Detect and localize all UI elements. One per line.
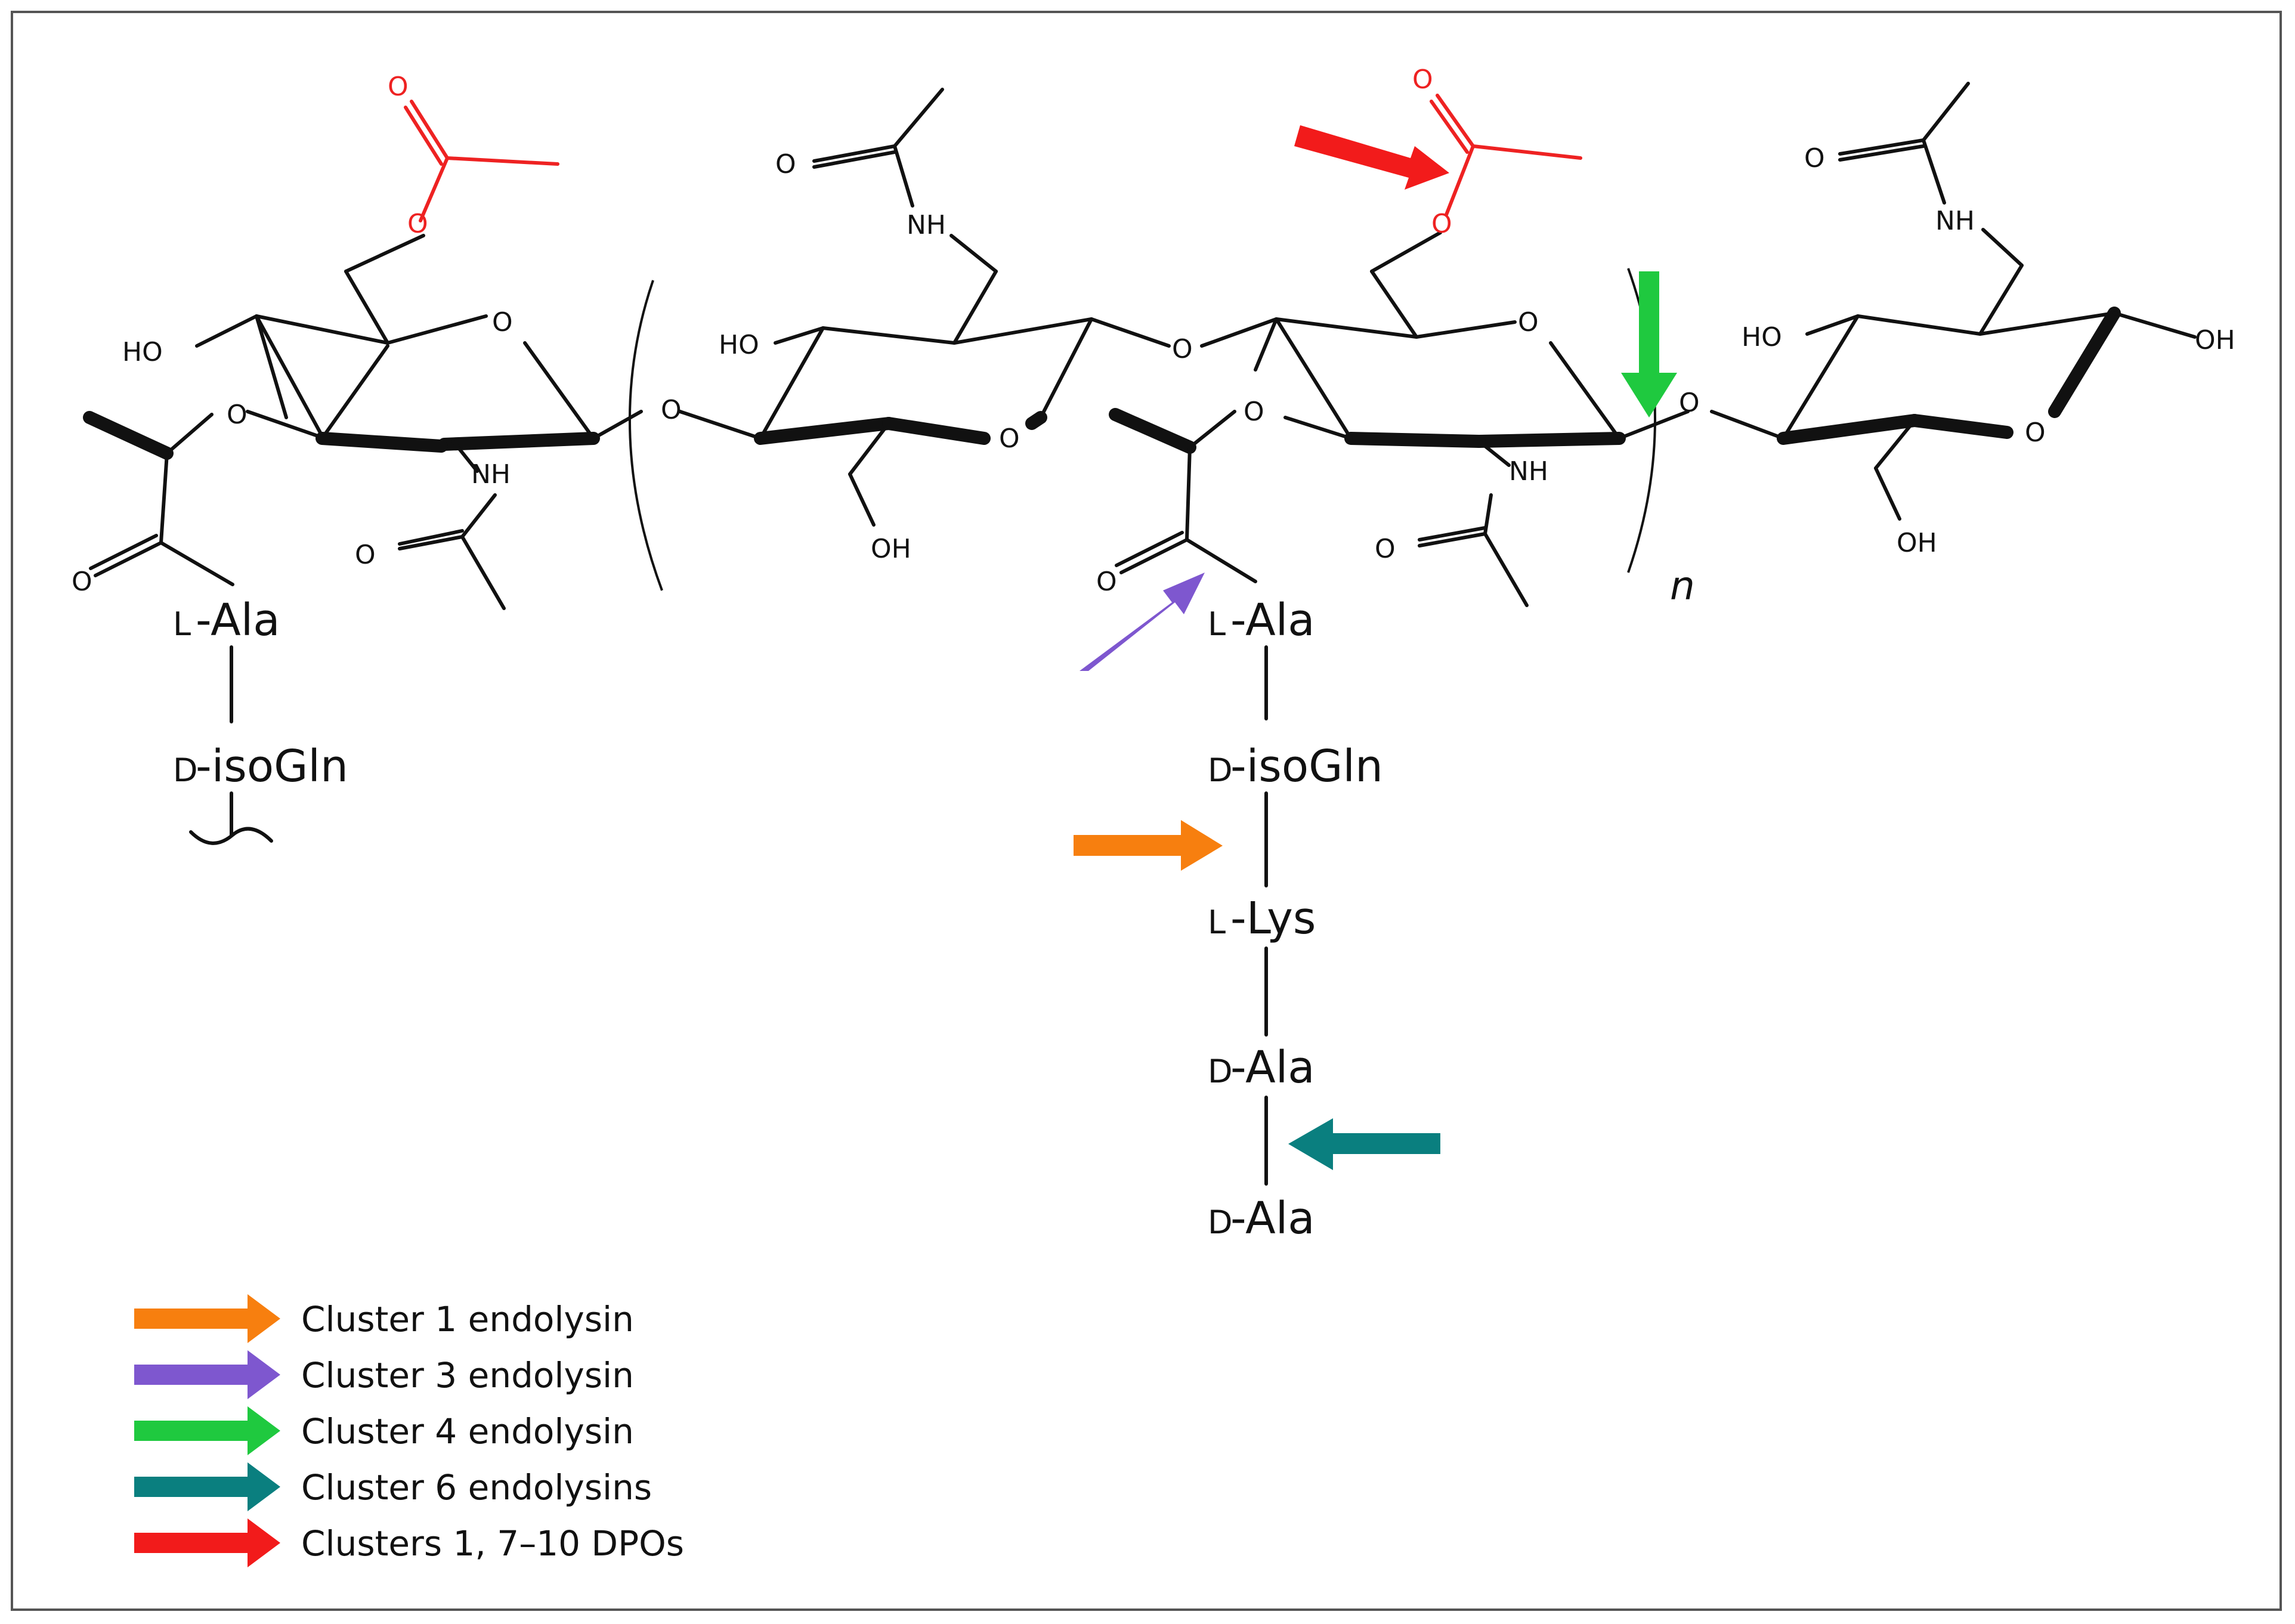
glycosidic-o-2-label: O — [1172, 334, 1193, 364]
legend: Cluster 1 endolysin Cluster 3 endolysin … — [134, 1294, 684, 1567]
legend-label-1: Cluster 1 endolysin — [301, 1299, 634, 1340]
right-murnac-ring: O — [1109, 231, 1690, 607]
glycosidic-o-3-label: O — [1679, 388, 1700, 418]
figure-frame — [11, 11, 2282, 1611]
stem-l-ala-prefix: L — [1208, 605, 1226, 643]
legend-item-cluster-6: Cluster 6 endolysins — [134, 1462, 652, 1511]
left-ether-o-label: O — [227, 400, 248, 430]
left-l-prefix: L — [173, 605, 191, 643]
legend-item-cluster-1: Cluster 1 endolysin — [134, 1294, 634, 1343]
legend-arrow-purple — [134, 1350, 280, 1399]
middle-oh-label: OH — [871, 534, 911, 564]
right-ether-o-label: O — [1244, 397, 1264, 427]
stem-d-ala-2-prefix: D — [1208, 1204, 1233, 1241]
legend-label-2: Cluster 3 endolysin — [301, 1355, 634, 1396]
far-right-glcnac-ring: O — [1679, 82, 2197, 521]
far-right-ring-o-label: O — [2025, 417, 2046, 448]
left-acetyl-carbonyl-o-label: O — [388, 72, 409, 102]
right-lactyl-o-label: O — [1096, 567, 1117, 597]
middle-glcnac-labels: O HO O NH O OH — [661, 149, 1020, 564]
legend-arrow-green — [134, 1406, 280, 1455]
right-acetyl-carbonyl-o-label: O — [1412, 64, 1433, 95]
legend-arrow-red — [134, 1518, 280, 1567]
left-ho-label: HO — [122, 337, 163, 367]
middle-amide-o-label: O — [775, 149, 796, 180]
stem-d-ala-1-prefix: D — [1208, 1053, 1233, 1090]
far-right-ho-label: HO — [1742, 322, 1782, 352]
right-murnac-labels: O O NH O O — [1096, 307, 1548, 597]
legend-label-3: Cluster 4 endolysin — [301, 1411, 634, 1452]
legend-item-cluster-3: Cluster 3 endolysin — [134, 1350, 634, 1399]
legend-item-dpos: Clusters 1, 7–10 DPOs — [134, 1518, 684, 1567]
central-stem-peptide: L -Ala D -isoGln L -Lys D -Ala D -Ala — [1208, 595, 1383, 1244]
purple-cleavage-arrow — [1080, 573, 1205, 671]
repeat-n-label: n — [1670, 563, 1695, 609]
red-cleavage-arrow — [1294, 125, 1449, 190]
right-o-acetyl-group: O O — [1412, 64, 1582, 239]
left-o-acetyl-group: O O — [388, 72, 559, 239]
left-bracket — [628, 280, 663, 591]
left-d-isogln-label: -isoGln — [196, 741, 348, 792]
left-ring-o-label: O — [492, 307, 513, 338]
legend-arrow-teal — [134, 1462, 280, 1511]
stem-d-isogln-prefix: D — [1208, 751, 1233, 789]
far-right-glcnac-labels: HO OH O NH O OH — [1742, 143, 2235, 558]
middle-glcnac-ring — [678, 88, 1171, 527]
left-lactyl-o-label: O — [72, 567, 92, 597]
legend-item-cluster-4: Cluster 4 endolysin — [134, 1406, 634, 1455]
teal-cleavage-arrow — [1288, 1118, 1440, 1170]
left-l-ala-label: -Ala — [196, 595, 280, 646]
orange-cleavage-arrow — [1074, 820, 1223, 871]
green-cleavage-arrow — [1621, 271, 1677, 417]
left-amide-o-label: O — [355, 540, 376, 570]
left-chain-break — [189, 827, 273, 845]
left-murnac-ring — [83, 234, 643, 610]
stem-d-ala-2-label: -Ala — [1230, 1193, 1315, 1244]
right-nh-label: NH — [1509, 456, 1548, 487]
legend-label-4: Cluster 6 endolysins — [301, 1467, 652, 1508]
right-ring-o-label: O — [1518, 307, 1539, 338]
legend-arrow-orange — [134, 1294, 280, 1343]
stem-d-ala-1-label: -Ala — [1230, 1042, 1315, 1093]
left-ring-labels: HO O O NH O O — [72, 307, 513, 597]
far-right-ch2oh-label: OH — [1897, 528, 1937, 558]
left-stem-peptide: L -Ala D -isoGln — [173, 595, 348, 845]
stem-l-lys-prefix: L — [1208, 904, 1226, 941]
stem-d-isogln-label: -isoGln — [1230, 741, 1383, 792]
left-acetyl-ester-o-label: O — [407, 209, 428, 239]
left-nh-label: NH — [471, 459, 511, 490]
middle-ring-o-label: O — [999, 423, 1020, 454]
glycosidic-o-1-label: O — [661, 395, 682, 425]
legend-label-5: Clusters 1, 7–10 DPOs — [301, 1523, 684, 1564]
far-right-oh-label: OH — [2195, 325, 2235, 355]
far-right-amide-o-label: O — [1804, 143, 1825, 174]
left-d-prefix: D — [173, 751, 198, 789]
right-acetyl-ester-o-label: O — [1431, 209, 1452, 239]
middle-ho-label: HO — [719, 330, 759, 360]
stem-l-ala-label: -Ala — [1230, 595, 1315, 646]
right-amide-o-label: O — [1375, 534, 1396, 564]
far-right-nh-label: NH — [1935, 206, 1975, 236]
middle-nh-label: NH — [907, 210, 946, 240]
stem-l-lys-label: -Lys — [1230, 893, 1316, 944]
